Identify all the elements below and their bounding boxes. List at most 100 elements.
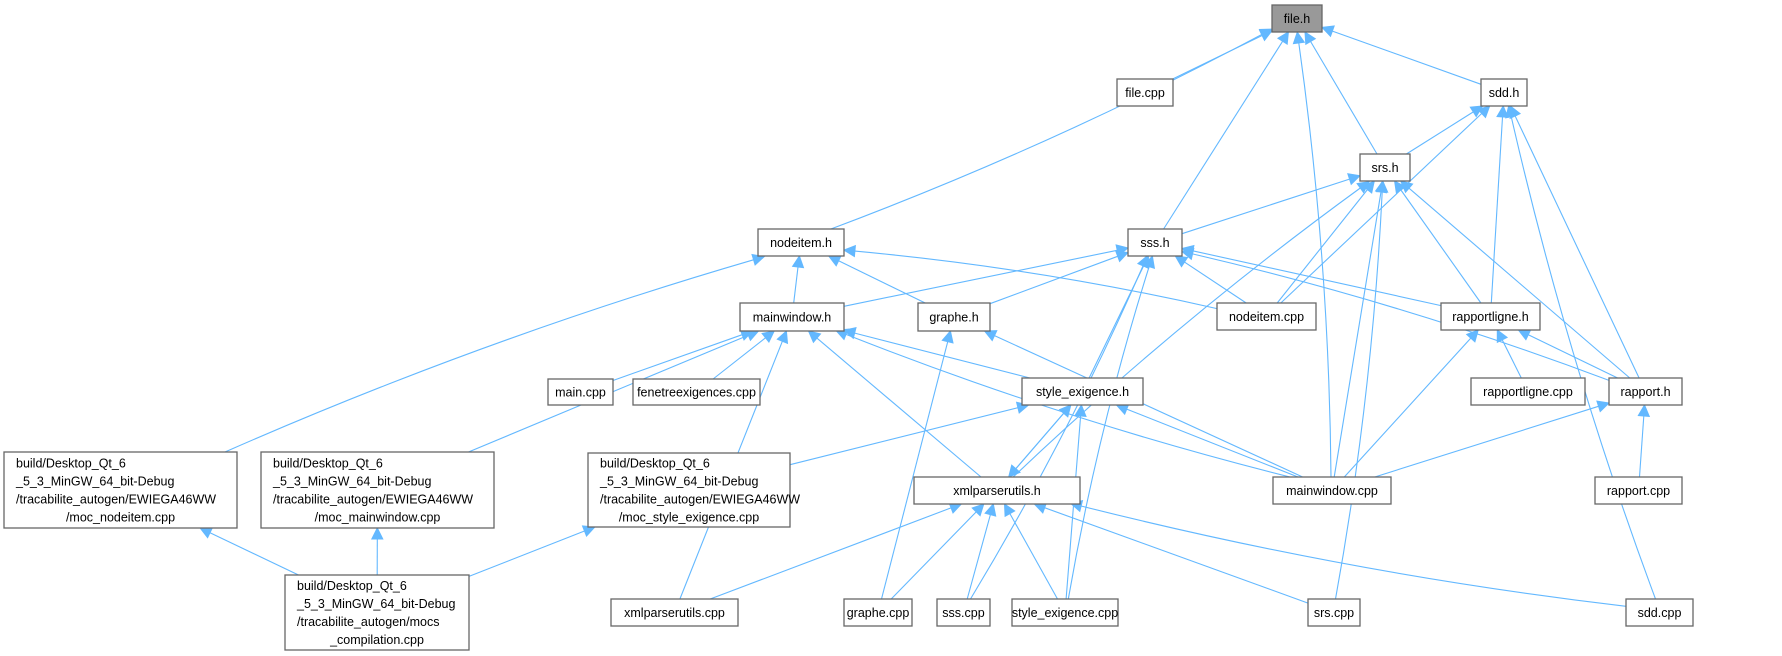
- node-moc-mainwindow[interactable]: build/Desktop_Qt_6_5_3_MinGW_64_bit-Debu…: [260, 451, 495, 529]
- node-box[interactable]: [1127, 228, 1183, 257]
- node-box[interactable]: [547, 378, 614, 406]
- node-nodeitem-h[interactable]: nodeitem.h: [757, 228, 845, 257]
- node-label: file.cpp: [1125, 86, 1165, 100]
- node-xmlparserutils-h[interactable]: xmlparserutils.h: [913, 476, 1081, 505]
- node-box[interactable]: [1011, 598, 1119, 627]
- node-mainwindow-h[interactable]: mainwindow.h: [739, 302, 845, 332]
- node-label: rapportligne.h: [1452, 310, 1528, 324]
- node-rapport-cpp[interactable]: rapport.cpp: [1594, 476, 1683, 505]
- node-box[interactable]: [1307, 598, 1361, 627]
- edge-xmlparserutils_h-to-srs_h: [1012, 187, 1361, 478]
- edge-mainwindow_cpp-to-rapport_h: [1374, 405, 1599, 478]
- node-box[interactable]: [3, 451, 238, 529]
- node-sdd-cpp[interactable]: sdd.cpp: [1625, 598, 1694, 627]
- node-box[interactable]: [843, 598, 913, 627]
- node-box[interactable]: [260, 451, 495, 529]
- node-label: nodeitem.h: [770, 236, 832, 250]
- node-rapport-h[interactable]: rapport.h: [1608, 377, 1683, 406]
- node-file-cpp[interactable]: file.cpp: [1116, 78, 1174, 107]
- edge-rapport_cpp-to-rapport_h: [1638, 415, 1645, 478]
- edge-mainwindow_cpp-to-srs_h: [1333, 191, 1382, 478]
- edge-xmlparserutils_cpp-to-xmlparserutils_h: [710, 507, 952, 600]
- node-box[interactable]: [1440, 302, 1541, 331]
- node-label: /moc_mainwindow.cpp: [315, 511, 441, 525]
- node-label: /tracabilite_autogen/EWIEGA46WW: [273, 493, 473, 507]
- node-box[interactable]: [1272, 476, 1392, 505]
- edge-fenetreexigences_cpp-to-mainwindow_h: [712, 337, 766, 380]
- arrowhead-icon: [370, 526, 384, 540]
- node-sss-cpp[interactable]: sss.cpp: [936, 598, 991, 627]
- node-mocs-compilation[interactable]: build/Desktop_Qt_6_5_3_MinGW_64_bit-Debu…: [284, 574, 470, 651]
- node-box[interactable]: [587, 452, 791, 528]
- node-label: mainwindow.h: [753, 311, 832, 325]
- node-label: fenetreexigences.cpp: [637, 386, 756, 400]
- node-style-exigence-cpp[interactable]: style_exigence.cpp: [1011, 598, 1119, 627]
- node-sdd-h[interactable]: sdd.h: [1480, 78, 1528, 107]
- node-srs-cpp[interactable]: srs.cpp: [1307, 598, 1361, 627]
- arrowhead-icon: [1276, 31, 1289, 46]
- node-box[interactable]: [1359, 153, 1411, 182]
- edge-style_exigence_h-to-xmlparserutils_h: [1015, 404, 1072, 470]
- edge-mocs_compilation-to-moc_nodeitem: [209, 532, 299, 576]
- edge-srs_h-to-file_h: [1310, 41, 1378, 155]
- node-box[interactable]: [1271, 4, 1323, 33]
- arrowhead-icon: [1347, 173, 1362, 186]
- node-label: style_exigence.cpp: [1012, 606, 1118, 620]
- node-box[interactable]: [936, 598, 991, 627]
- node-box[interactable]: [1216, 302, 1317, 331]
- node-label: style_exigence.h: [1036, 385, 1129, 399]
- node-box[interactable]: [1625, 598, 1694, 627]
- arrowhead-icon: [776, 329, 789, 345]
- node-main-cpp[interactable]: main.cpp: [547, 378, 614, 406]
- node-label: _compilation.cpp: [329, 633, 424, 647]
- edge-rapportligne_cpp-to-rapportligne_h: [1501, 339, 1522, 379]
- node-graphe-h[interactable]: graphe.h: [917, 302, 991, 332]
- node-box[interactable]: [1116, 78, 1174, 107]
- arrowhead-icon: [1142, 255, 1156, 270]
- node-box[interactable]: [1021, 377, 1144, 406]
- node-moc-nodeitem[interactable]: build/Desktop_Qt_6_5_3_MinGW_64_bit-Debu…: [3, 451, 238, 529]
- edge-rapport_h-to-sss_h: [1192, 253, 1610, 381]
- edge-mainwindow_cpp-to-graphe_h: [994, 335, 1303, 478]
- edge-sss_h-to-srs_h: [1181, 178, 1350, 235]
- arrowhead-icon: [1505, 104, 1518, 119]
- arrowhead-icon: [761, 330, 776, 344]
- arrowhead-icon: [971, 503, 985, 517]
- node-xmlparserutils-cpp[interactable]: xmlparserutils.cpp: [610, 598, 739, 627]
- node-file-h[interactable]: file.h: [1271, 4, 1323, 33]
- nodes-layer: file.h file.cpp sdd.h srs.h nodeitem.h sss.h m…: [3, 4, 1694, 651]
- node-box[interactable]: [739, 302, 845, 332]
- edge-mainwindow_cpp-to-rapportligne_h: [1343, 337, 1472, 478]
- node-box[interactable]: [1470, 377, 1586, 406]
- node-box[interactable]: [1594, 476, 1683, 505]
- node-box[interactable]: [1608, 377, 1683, 406]
- edge-mainwindow_cpp-to-file_h: [1298, 42, 1332, 478]
- edge-nodeitem_cpp-to-nodeitem_h: [854, 250, 1218, 310]
- node-label: srs.cpp: [1314, 606, 1354, 620]
- node-box[interactable]: [1480, 78, 1528, 107]
- node-rapportligne-h[interactable]: rapportligne.h: [1440, 302, 1541, 331]
- edge-sss_h-to-file_h: [1163, 41, 1284, 230]
- node-box[interactable]: [917, 302, 991, 332]
- node-style-exigence-h[interactable]: style_exigence.h: [1021, 377, 1144, 406]
- node-box[interactable]: [913, 476, 1081, 505]
- node-moc-style-exigence[interactable]: build/Desktop_Qt_6 _5_3_MinGW_64_bit-Debu…: [587, 452, 800, 528]
- node-sss-h[interactable]: sss.h: [1127, 228, 1183, 257]
- node-srs-h[interactable]: srs.h: [1359, 153, 1411, 182]
- node-fenetreexigences-cpp[interactable]: fenetreexigences.cpp: [632, 378, 761, 406]
- node-nodeitem-cpp[interactable]: nodeitem.cpp: [1216, 302, 1317, 331]
- node-box[interactable]: [632, 378, 761, 406]
- node-box[interactable]: [284, 574, 470, 651]
- node-label: _5_3_MinGW_64_bit-Debug: [272, 475, 431, 489]
- edge-graphe_h-to-nodeitem_h: [838, 260, 926, 304]
- node-label: _5_3_MinGW_64_bit-Debug: [599, 475, 758, 489]
- node-label: build/Desktop_Qt_6: [600, 457, 710, 471]
- node-graphe-cpp[interactable]: graphe.cpp: [843, 598, 913, 627]
- edge-srs_h-to-sdd_h: [1406, 111, 1474, 155]
- node-mainwindow-cpp[interactable]: mainwindow.cpp: [1272, 476, 1392, 505]
- node-rapportligne-cpp[interactable]: rapportligne.cpp: [1470, 377, 1586, 406]
- arrowhead-icon: [807, 330, 822, 344]
- node-box[interactable]: [757, 228, 845, 257]
- node-box[interactable]: [610, 598, 739, 627]
